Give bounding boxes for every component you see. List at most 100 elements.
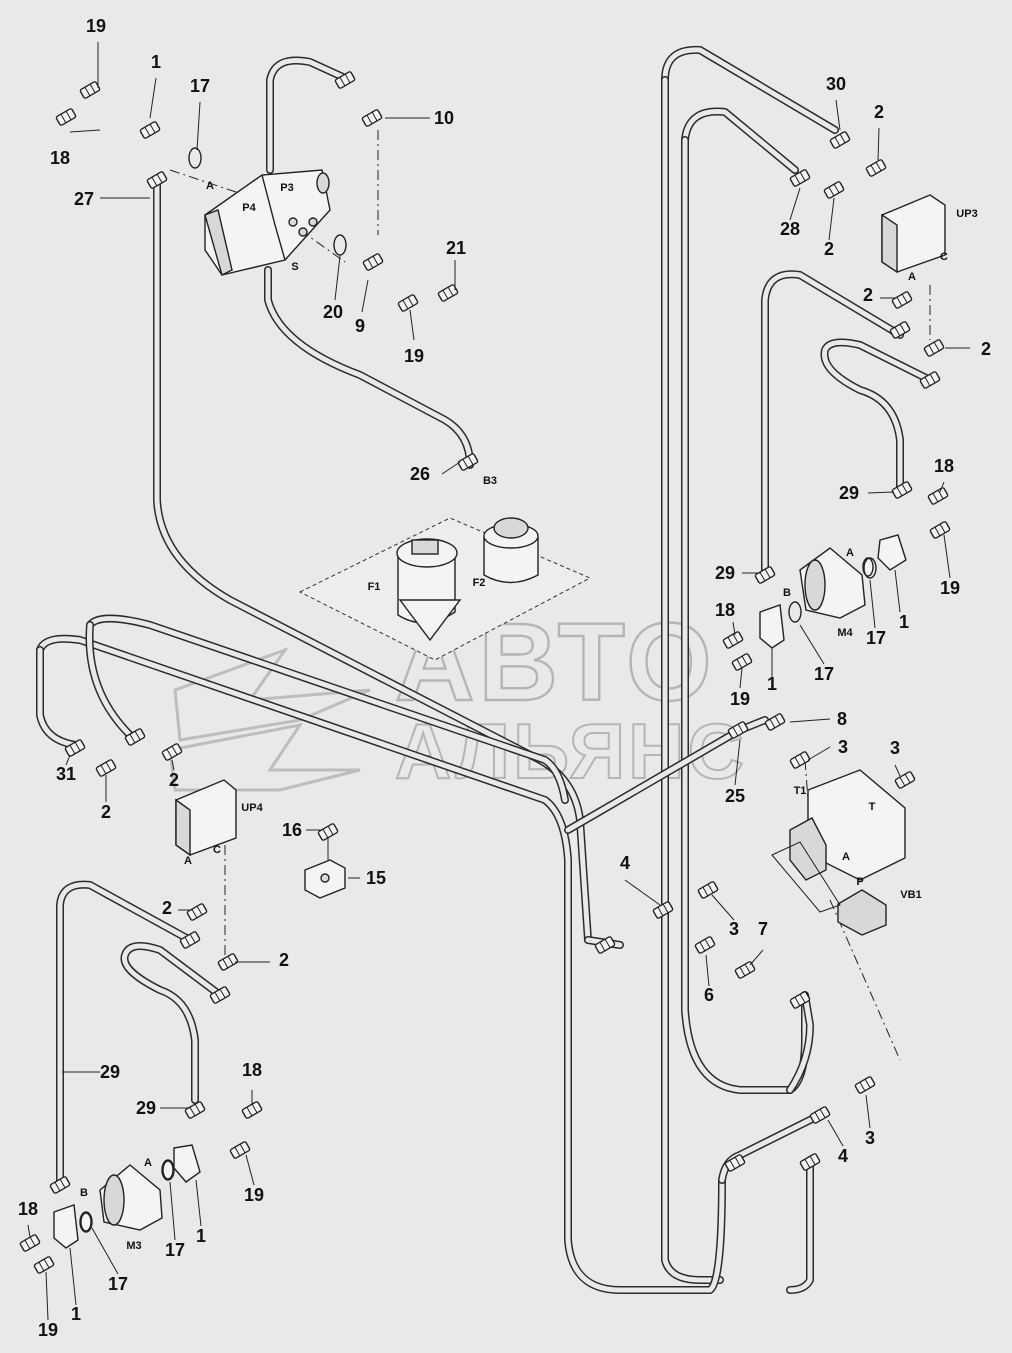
callout-n8: 8 <box>837 709 847 729</box>
leader-line-41 <box>705 954 710 987</box>
port-label-pVB1: VB1 <box>900 889 921 901</box>
fitting-bolt-18d-ring <box>246 1106 253 1117</box>
hose-lower-right-2-outline <box>786 1156 814 1294</box>
fitting-2d-body <box>923 339 945 357</box>
callout-n2c: 2 <box>863 285 873 305</box>
hose-27-inner <box>154 177 591 943</box>
fitting-28 <box>789 169 811 187</box>
fitting-7-ring <box>739 966 746 977</box>
hose-right-outer-inner <box>662 77 723 1283</box>
callout-n3d: 3 <box>865 1128 875 1148</box>
fitting-bolt-16-body <box>317 823 339 841</box>
fitting-29b <box>754 566 776 584</box>
vb1-solenoid-lower <box>837 889 887 936</box>
fitting-27-top-ring2 <box>156 173 163 184</box>
m4-flange-b <box>759 604 785 649</box>
hydraulic-pump <box>204 169 331 277</box>
leader-line-29 <box>894 764 901 777</box>
leader-line-12 <box>877 127 880 161</box>
oring-17a <box>188 147 202 169</box>
callout-n16: 16 <box>282 820 302 840</box>
callout-n18d: 18 <box>242 1060 262 1080</box>
hose-up3-m4 <box>820 338 934 494</box>
fitting-up3-m4-ring <box>924 376 931 387</box>
filter-f2-cap <box>493 517 529 539</box>
m3-flange <box>103 1174 125 1226</box>
hose-up3-29-inner <box>762 271 903 578</box>
fitting-26-ring2 <box>467 455 474 466</box>
fitting-up4-m3-ring <box>214 991 221 1002</box>
fitting-bolt-19d-ring2 <box>741 655 748 666</box>
fitting-bolt-19e-ring2 <box>239 1143 246 1154</box>
leader-line-24 <box>799 624 825 665</box>
port-label-pM4: M4 <box>837 627 853 639</box>
fitting-25 <box>727 721 749 739</box>
fitting-1a <box>139 121 161 139</box>
leader-line-49 <box>169 1181 176 1241</box>
fitting-6-ring <box>699 941 706 952</box>
fitting-29d-body <box>184 1101 206 1119</box>
callout-n2f: 2 <box>101 802 111 822</box>
callout-n29a: 29 <box>839 483 859 503</box>
fitting-9-ring <box>367 258 374 269</box>
leader-line-11 <box>835 99 841 131</box>
fitting-bolt-18c-body <box>722 631 744 649</box>
fitting-up3-a-body <box>889 321 911 339</box>
fitting-2g-ring <box>191 908 198 919</box>
pump-body <box>204 169 331 276</box>
leader-line-52 <box>69 1247 77 1306</box>
fitting-low-right <box>799 1153 821 1171</box>
fitting-10 <box>361 109 383 127</box>
hose-up4-m3-inner <box>121 943 223 1103</box>
fitting-bolt-18b-body <box>927 487 949 505</box>
hose-lower-right-2-inner <box>787 1157 813 1293</box>
fitting-7-ring2 <box>744 963 751 974</box>
hose-lower-right-2 <box>786 1156 814 1294</box>
fitting-pump-hose <box>334 71 356 89</box>
oring-17e <box>79 1211 93 1233</box>
fitting-31b-ring <box>129 733 136 744</box>
fitting-30-body <box>829 131 851 149</box>
fitting-25-body <box>727 721 749 739</box>
fitting-2c <box>891 291 913 309</box>
port-label-pB3: B3 <box>483 475 497 487</box>
fitting-bolt-19e-body <box>229 1141 251 1159</box>
fitting-2g-body <box>186 903 208 921</box>
fitting-bolt-21 <box>437 284 459 302</box>
fitting-up4-a <box>179 931 201 949</box>
fitting-up3-m4 <box>919 371 941 389</box>
leader-line-9 <box>409 309 415 341</box>
port-label-pS: S <box>291 261 298 273</box>
leader-line-31 <box>65 754 71 766</box>
fitting-bolt-19f-body <box>33 1256 55 1274</box>
fitting-2h <box>217 953 239 971</box>
port-label-pA4: A <box>842 851 850 863</box>
port-label-pT: T <box>869 801 876 813</box>
fitting-bolt-19e <box>229 1141 251 1159</box>
oring-17b <box>863 557 877 579</box>
pump-seam <box>261 174 286 261</box>
m4-flange <box>804 559 826 611</box>
fitting-up4-m3-body <box>209 986 231 1004</box>
fitting-main-ring2 <box>604 938 611 949</box>
fitting-bolt-19c-ring2 <box>939 523 946 534</box>
fitting-2h-ring2 <box>227 955 234 966</box>
port-label-pB1: B <box>783 587 791 599</box>
callout-n3a: 3 <box>838 737 848 757</box>
fitting-bolt-18d <box>241 1101 263 1119</box>
callout-n19c: 19 <box>940 578 960 598</box>
fitting-bolt-18a-body <box>55 108 77 126</box>
callout-n4b: 4 <box>838 1146 848 1166</box>
up3-side <box>881 213 898 274</box>
callout-n1e: 1 <box>71 1304 81 1324</box>
fitting-bolt-18d-ring2 <box>251 1103 258 1114</box>
hose-pump-top-inner <box>267 58 348 173</box>
fitting-3c-ring <box>702 886 709 897</box>
fitting-bolt-18b-ring2 <box>937 489 944 500</box>
callout-n29c: 29 <box>100 1062 120 1082</box>
callout-n19d: 19 <box>730 689 750 709</box>
fitting-up3-m4-ring2 <box>929 373 936 384</box>
fitting-3a <box>789 751 811 769</box>
filter-f1-base <box>398 599 462 642</box>
fitting-25-ring <box>732 726 739 737</box>
